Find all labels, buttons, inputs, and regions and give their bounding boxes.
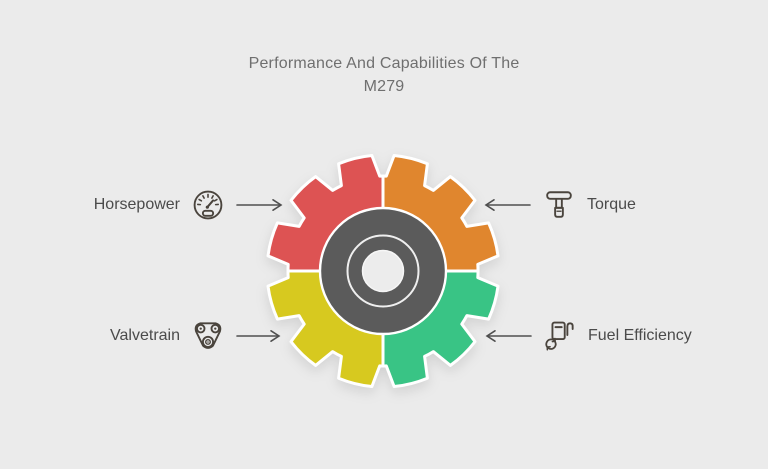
callout-valvetrain: Valvetrain xyxy=(110,318,281,354)
fuel-efficiency-label: Fuel Efficiency xyxy=(588,327,692,344)
diagram-title-area: Performance And Capabilities Of The M279 xyxy=(0,52,768,98)
gear-svg xyxy=(266,154,500,388)
horsepower-label: Horsepower xyxy=(93,196,180,213)
callout-horsepower: Horsepower xyxy=(94,187,283,223)
arrow-left-icon xyxy=(485,329,532,343)
gear-inner-ring xyxy=(346,234,420,308)
arrow-left-icon xyxy=(484,198,531,212)
gauge-icon xyxy=(191,188,225,222)
arrow-right-icon xyxy=(236,329,281,343)
timing-chain-icon xyxy=(191,319,225,353)
torque-wrench-icon xyxy=(542,188,576,222)
arrow-right-icon xyxy=(236,198,283,212)
callout-fuel-efficiency: Fuel Efficiency xyxy=(485,318,692,354)
fuel-pump-icon xyxy=(543,319,577,353)
torque-label: Torque xyxy=(587,196,636,213)
page-title: Performance And Capabilities Of The M279 xyxy=(248,55,520,95)
gear-hub-hole xyxy=(361,249,405,293)
valvetrain-label: Valvetrain xyxy=(110,327,180,344)
gear-diagram xyxy=(265,153,501,389)
callout-torque: Torque xyxy=(484,187,636,223)
